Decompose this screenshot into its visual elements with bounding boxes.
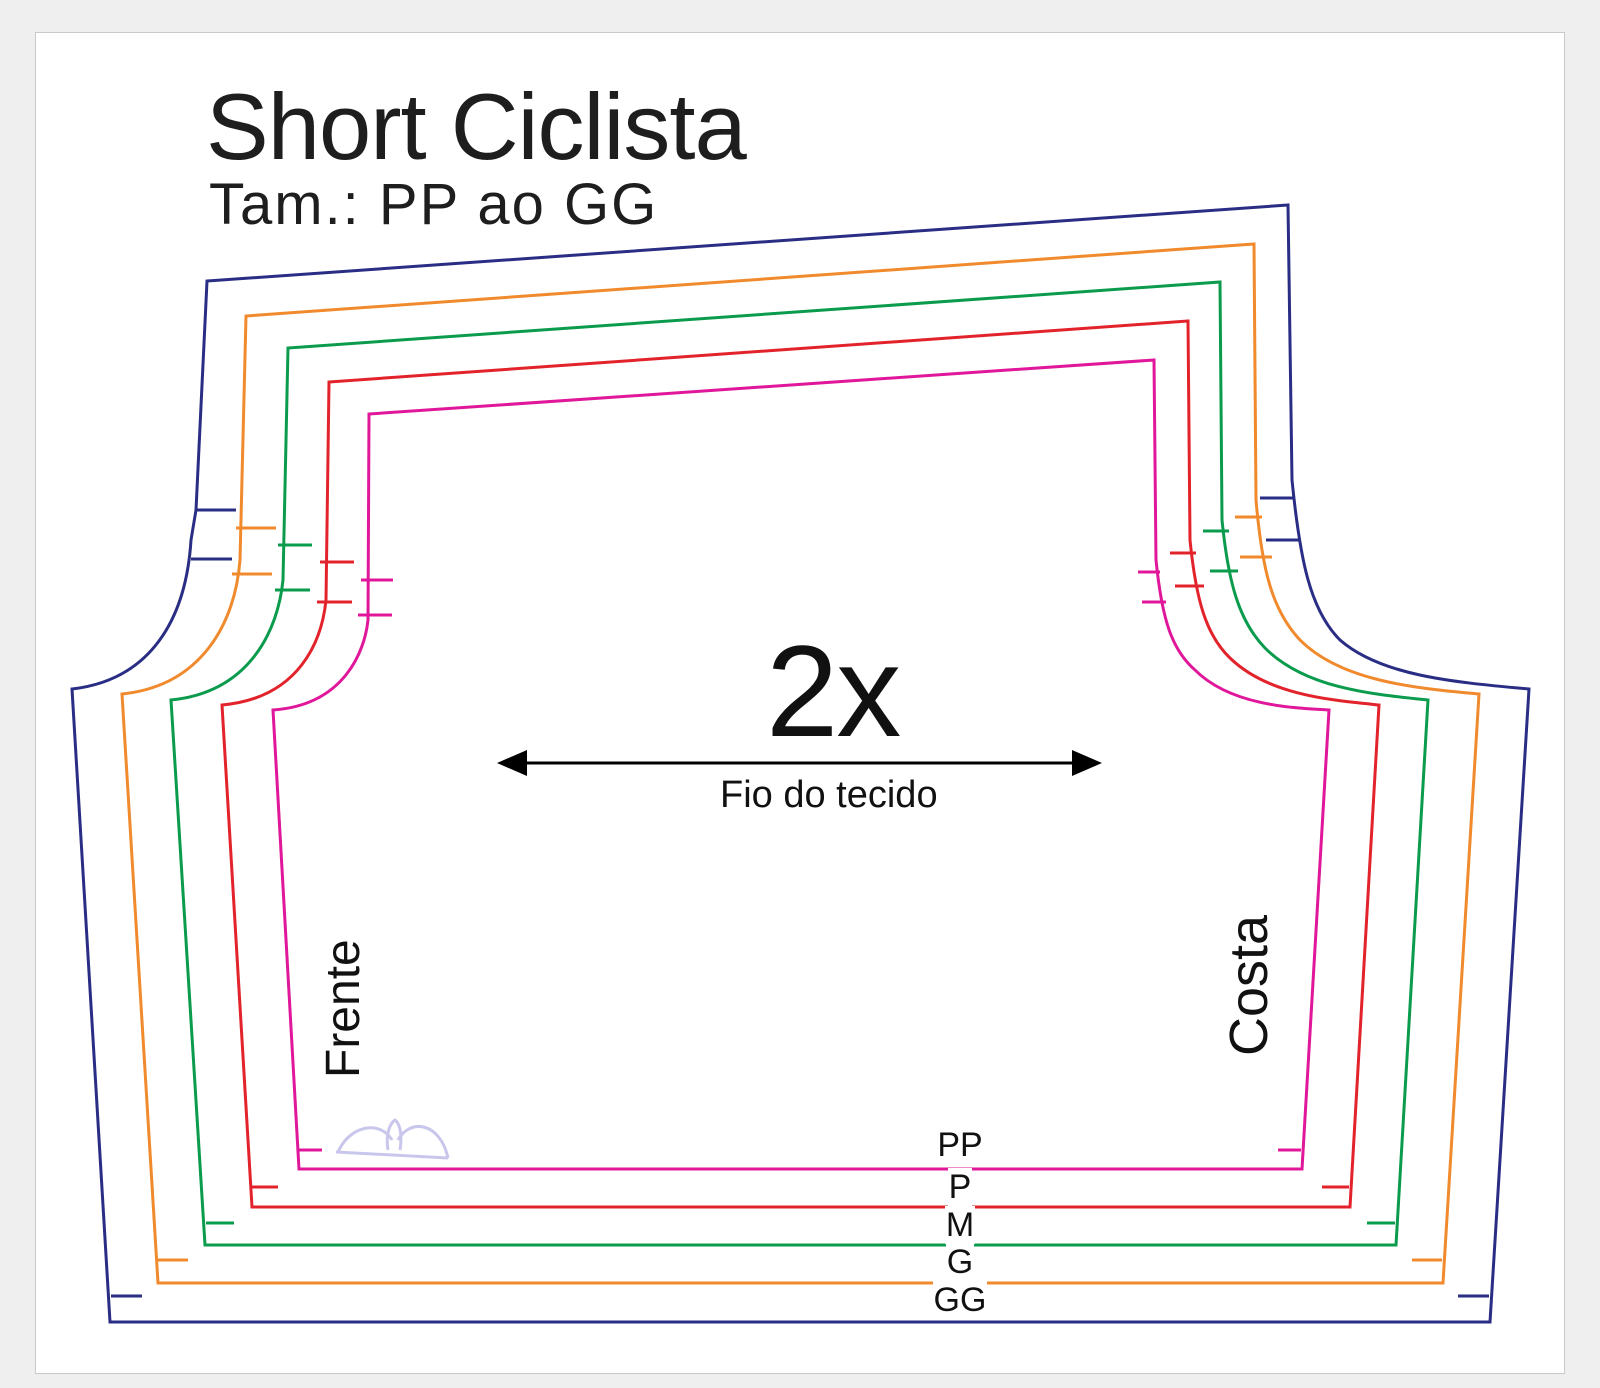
size-label-text: G	[945, 1243, 975, 1281]
size-label-pp: PP	[920, 1126, 1000, 1164]
size-label-p: P	[920, 1168, 1000, 1206]
size-range-subtitle: Tam.: PP ao GG	[209, 172, 659, 237]
size-pp-outline	[271, 358, 1331, 1171]
size-m-outline	[169, 280, 1430, 1247]
size-label-gg: GG	[920, 1281, 1000, 1319]
grain-arrow-icon	[497, 750, 1102, 776]
size-p-outline	[220, 319, 1381, 1209]
size-label-text: GG	[932, 1281, 988, 1319]
pattern-title: Short Ciclista	[206, 74, 747, 179]
size-label-text: M	[944, 1206, 976, 1244]
front-label: Frente	[317, 939, 370, 1078]
cut-quantity-label: 2x	[766, 618, 901, 764]
watermark-logo-icon	[335, 1118, 450, 1160]
back-label: Costa	[1219, 914, 1279, 1056]
grain-label: Fio do tecido	[720, 774, 938, 816]
size-label-text: PP	[936, 1126, 984, 1164]
size-label-m: M	[920, 1206, 1000, 1244]
pattern-sheet	[35, 32, 1565, 1374]
size-gg-outline	[70, 203, 1531, 1324]
size-label-text: P	[947, 1168, 973, 1206]
size-g-outline	[120, 242, 1481, 1285]
size-label-g: G	[920, 1243, 1000, 1281]
